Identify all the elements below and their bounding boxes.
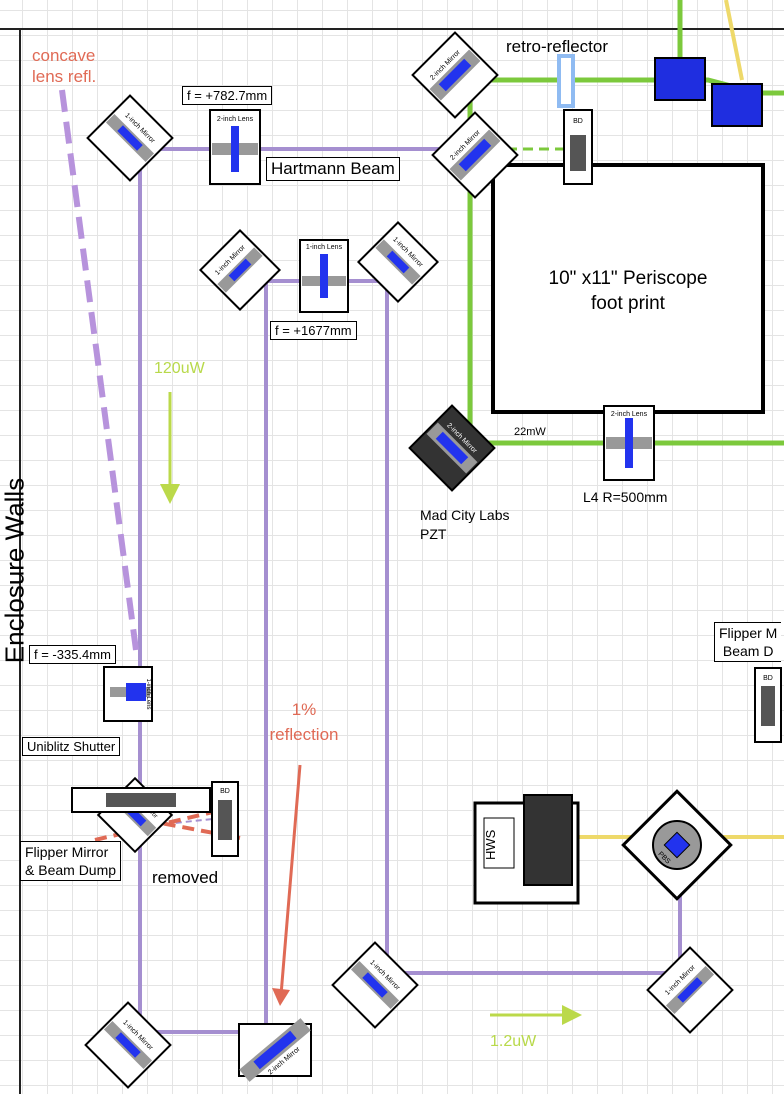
hws-label: HWS bbox=[483, 829, 498, 860]
focal-1677-label: f = +1677mm bbox=[270, 321, 357, 340]
bd-text-3: BD bbox=[763, 675, 773, 682]
removed-label: removed bbox=[152, 868, 219, 887]
power-12uw-label: 1.2uW bbox=[490, 1033, 537, 1050]
concave-lens-label: concave lens refl. bbox=[32, 46, 97, 86]
lens-label-3: 2-inch Lens bbox=[611, 411, 648, 418]
arrow-reflection-head bbox=[272, 988, 290, 1006]
enclosure-walls-title: Enclosure Walls bbox=[0, 477, 30, 664]
blue-block-2 bbox=[711, 83, 763, 127]
uniblitz-shutter bbox=[71, 787, 211, 813]
mad-city-labs-label: Mad City Labs PZT bbox=[420, 507, 510, 542]
lens-1inch-lower: 1-inch Lens bbox=[103, 666, 153, 722]
mirror-mount-mid-right: 1-inch Mirror bbox=[356, 220, 440, 304]
mirror-mount-hartmann: 2-inch Mirror bbox=[431, 111, 519, 199]
flipper-mirror-label: Flipper Mirror & Beam Dump bbox=[20, 841, 122, 881]
l4-lens-label: L4 R=500mm bbox=[583, 489, 668, 505]
beam-dump-right: BD bbox=[754, 667, 782, 743]
reflection-label: 1% reflection bbox=[269, 700, 339, 744]
periscope-box bbox=[491, 163, 765, 414]
power-22mw-label: 22mW bbox=[514, 426, 546, 438]
pbs-mount: PBS bbox=[621, 789, 733, 901]
mirror-mount-pzt: 2-inch Mirror bbox=[408, 404, 496, 492]
bd-text-2: BD bbox=[220, 788, 230, 795]
mirror-mount-bottom-right: 1-inch Mirror bbox=[646, 946, 734, 1034]
mirror-mount-top-center: 2-inch Mirror bbox=[411, 31, 499, 119]
periscope-label: 10" x11" Periscope foot print bbox=[548, 268, 708, 314]
focal-782-label: f = +782.7mm bbox=[182, 86, 273, 105]
beam-dump-flipper: BD bbox=[211, 781, 239, 857]
mirror-mount-bottom-left: 1-inch Mirror bbox=[84, 1001, 172, 1089]
hws-unit bbox=[473, 794, 580, 905]
lens-2inch-top: 2-inch Lens bbox=[209, 109, 261, 185]
lens-label-1: 2-inch Lens bbox=[217, 116, 254, 123]
flipper-mirror-right-label: Flipper M Beam D bbox=[714, 622, 782, 662]
uniblitz-shutter-label: Uniblitz Shutter bbox=[22, 737, 121, 756]
lens-l4: 2-inch Lens bbox=[603, 405, 655, 481]
bd-text-1: BD bbox=[573, 118, 583, 125]
mirror-mount-top-left: 1-inch Mirror bbox=[86, 94, 174, 182]
lens-label-2: 1-inch Lens bbox=[306, 244, 343, 251]
hartmann-beam-label: Hartmann Beam bbox=[266, 157, 400, 181]
yellow-beam-top-1 bbox=[724, 0, 744, 81]
mirror-mount-bottom-mid: 2-inch Mirror bbox=[238, 1018, 312, 1082]
arrow-12uw-head bbox=[562, 1005, 582, 1025]
retro-reflector-label: retro-reflector bbox=[506, 37, 609, 56]
beam-dump-top: BD bbox=[563, 109, 593, 185]
focal-335-label: f = -335.4mm bbox=[29, 645, 116, 664]
arrow-120uw-head bbox=[160, 484, 180, 504]
lens-label-4: 1-inch Lens bbox=[145, 678, 151, 709]
mirror-mount-bottom-center: 1-inch Mirror bbox=[331, 941, 419, 1029]
blue-block-1 bbox=[654, 57, 706, 101]
lens-1inch-mid: 1-inch Lens bbox=[299, 239, 349, 313]
retro-reflector bbox=[557, 54, 575, 108]
mirror-mount-mid-left: 1-inch Mirror bbox=[198, 228, 282, 312]
power-120uw-label: 120uW bbox=[154, 360, 205, 377]
purple-beam-path bbox=[138, 147, 682, 1034]
arrow-reflection bbox=[279, 764, 302, 996]
